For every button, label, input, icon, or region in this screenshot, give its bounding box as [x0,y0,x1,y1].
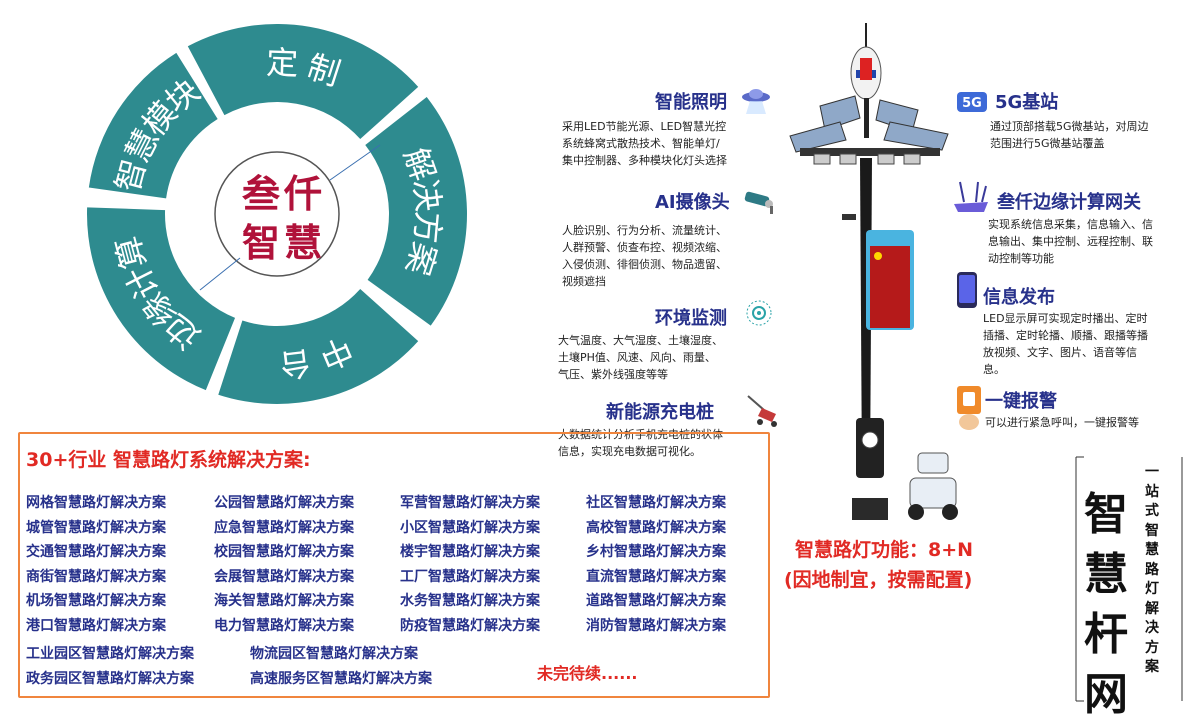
brand-vertical-title: 智 慧 杆 网 一 站 式 智 慧 路 灯 解 决 方 案 [1075,455,1190,720]
to-be-continued: 未完待续...... [537,664,638,683]
ring-segment-1 [365,97,468,326]
solution-item: 楼宇智慧路灯解决方案 [400,544,540,561]
feature-desc-alarm: 可以进行紧急呼叫，一键报警等 [985,416,1139,429]
solution-item: 机场智慧路灯解决方案 [26,593,166,610]
solution-item: 电力智慧路灯解决方案 [214,618,354,634]
ring-center-circle [214,151,340,277]
solution-item: 物流园区智慧路灯解决方案 [250,646,418,662]
feature-title-env: 环境监测 [655,308,727,329]
feature-title-fiveg: 5G基站 [995,92,1059,113]
solution-item: 小区智慧路灯解决方案 [400,519,540,536]
phone-icon [957,272,977,308]
solution-item: 政务园区智慧路灯解决方案 [26,671,194,687]
solution-item: 高速服务区智慧路灯解决方案 [250,671,432,687]
function-summary-line1: 智慧路灯功能：8+N [795,539,974,561]
solution-item: 高校智慧路灯解决方案 [586,519,726,536]
feature-title-info: 信息发布 [983,287,1055,308]
feature-desc-gateway: 实现系统信息采集，信息输入、信 息输出、集中控制、远程控制、联 动控制等功能 [988,218,1153,265]
feature-desc-fiveg: 通过顶部搭载5G微基站，对周边 范围进行5G微基站覆盖 [990,120,1149,150]
solution-item: 社区智慧路灯解决方案 [586,495,726,511]
solution-item: 应急智慧路灯解决方案 [214,519,354,536]
solution-item: 网格智慧路灯解决方案 [26,495,166,511]
feature-desc-info: LED显示屏可实现定时播出、定时 插播、定时轮播、顺播、跟播等播 放视频、文字、… [983,312,1148,376]
solution-item: 交通智慧路灯解决方案 [26,544,166,561]
brand-big-text: 智 慧 杆 网 [1084,489,1128,720]
solution-item: 校园智慧路灯解决方案 [214,544,354,561]
solution-item: 防疫智慧路灯解决方案 [400,618,540,634]
feature-title-gateway: 叁仟边缘计算网关 [997,192,1141,213]
charging-pile-icon [747,395,777,427]
feature-title-camera: AI摄像头 [655,192,730,213]
solution-item: 海关智慧路灯解决方案 [214,593,354,610]
solution-item: 军营智慧路灯解决方案 [400,495,540,511]
ring-segment-0 [187,24,419,140]
feature-desc-lighting: 采用LED节能光源、LED智慧光控 系统蜂窝式散热技术、智能单灯/ 集中控制器、… [562,120,727,167]
svg-text:5G: 5G [962,96,982,111]
feature-title-lighting: 智能照明 [655,92,727,113]
sensor-dots-icon [746,300,772,326]
solution-item: 城管智慧路灯解决方案 [26,519,166,536]
ring-segment-3 [87,207,236,391]
solution-item: 商街智慧路灯解决方案 [26,568,166,585]
feature-desc-camera: 人脸识别、行为分析、流量统计、 人群预警、侦查布控、视频浓缩、 入侵侦测、徘徊侦… [562,224,727,288]
router-icon [954,181,988,212]
5g-icon: 5G [957,92,987,112]
ring-accent-line-2 [199,257,241,291]
solution-item: 直流智慧路灯解决方案 [586,568,726,585]
ring-segment-2 [218,288,419,404]
feature-desc-charging: 大数据统计分析手机充电桩的状体 信息，实现充电数据可视化。 [558,428,723,458]
solution-item: 道路智慧路灯解决方案 [586,593,726,610]
solutions-box [18,432,770,698]
ring-segment-4 [88,52,218,199]
solution-item: 港口智慧路灯解决方案 [26,618,166,634]
brand-bracket-lines [1075,456,1183,702]
brand-small-text: 一 站 式 智 慧 路 灯 解 决 方 案 [1145,464,1159,675]
solution-item: 工业园区智慧路灯解决方案 [26,646,194,662]
ufo-lamp-icon [742,89,770,114]
feature-desc-env: 大气温度、大气湿度、土壤湿度、 土壤PH值、风速、风向、雨量、 气压、紫外线强度… [558,334,723,381]
solutions-title: 30+行业 智慧路灯系统解决方案: [26,445,321,472]
alarm-button-icon [957,386,981,430]
solution-item: 会展智慧路灯解决方案 [214,568,354,585]
solution-item: 公园智慧路灯解决方案 [214,495,354,511]
security-camera-icon [744,191,773,214]
smart-pole-illustration [789,23,958,520]
feature-title-alarm: 一键报警 [985,391,1057,412]
ring-center-line1: 叁仟 [242,171,327,216]
ring-center-line2: 智慧 [242,220,327,265]
solution-item: 工厂智慧路灯解决方案 [400,568,540,585]
solution-item: 乡村智慧路灯解决方案 [586,544,726,561]
solution-item: 水务智慧路灯解决方案 [400,593,540,610]
feature-title-charging: 新能源充电桩 [606,402,714,423]
function-summary-line2: (因地制宜，按需配置) [784,569,973,591]
solution-item: 消防智慧路灯解决方案 [586,618,726,634]
ring-accent-line-1 [329,144,381,181]
